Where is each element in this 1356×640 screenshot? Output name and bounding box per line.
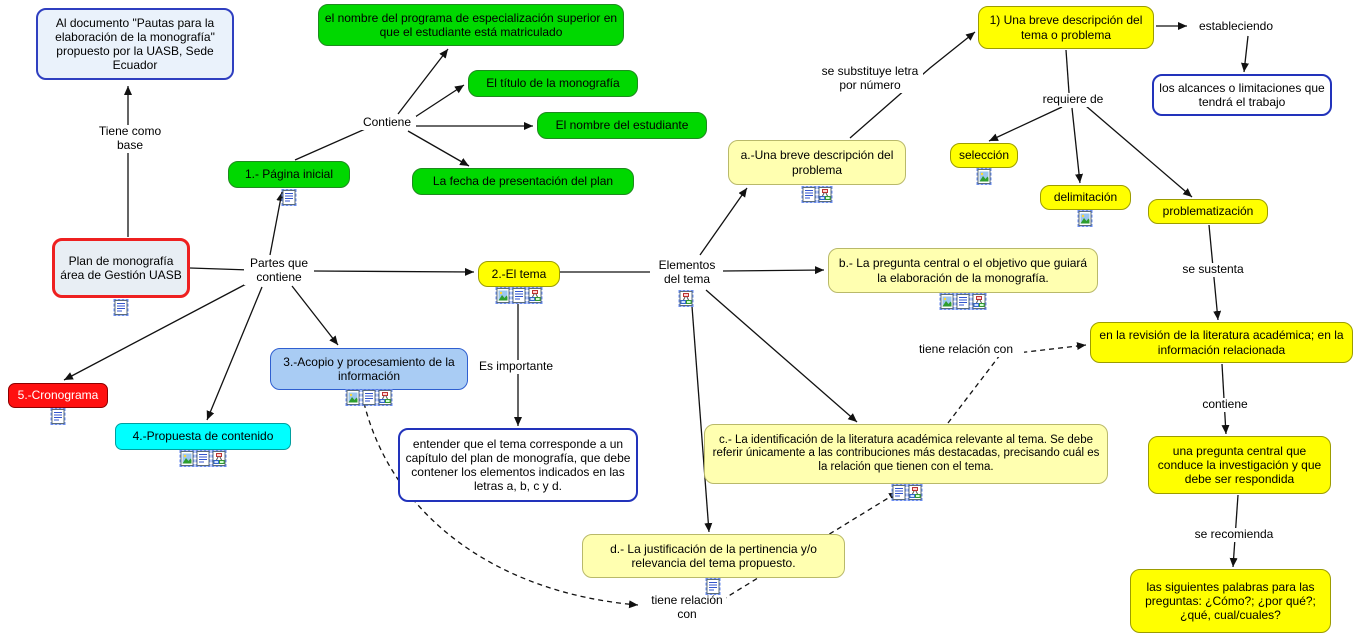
node-propuesta-contenido[interactable]: 4.-Propuesta de contenido [115,423,291,450]
node-pagina-inicial[interactable]: 1.- Página inicial [228,161,350,188]
cmap-icon[interactable] [817,186,833,203]
edge-requiere-seleccion [988,106,1063,142]
node-plan-monografia[interactable]: Plan de monografía área de Gestión UASB [52,238,190,298]
resources-c-literatura [891,484,923,501]
document-icon[interactable] [801,186,817,203]
resources-acopio [345,389,393,406]
cmap-icon[interactable] [211,450,227,467]
node-cronograma[interactable]: 5.-Cronograma [8,383,108,408]
node-b-pregunta-central[interactable]: b.- La pregunta central o el objetivo qu… [828,248,1098,293]
node-nombre-estudiante[interactable]: El nombre del estudiante [537,112,707,139]
image-icon[interactable] [939,293,955,310]
link-label-es-importante[interactable]: Es importante [471,359,561,374]
node-c-literatura[interactable]: c.- La identificación de la literatura a… [704,424,1108,484]
edge-partes-eltema [313,267,475,276]
edge-elementos-b [722,266,825,275]
image-icon[interactable] [976,168,992,185]
edge-partes-propuesta [206,286,263,421]
cmap-icon[interactable] [971,293,987,310]
document-icon[interactable] [511,287,527,304]
resources-el-tema [495,287,543,304]
document-icon[interactable] [955,293,971,310]
cmap-icon[interactable] [527,287,543,304]
link-label-partes-que-contiene[interactable]: Partes que contiene [244,256,314,285]
image-icon[interactable] [495,287,511,304]
node-pregunta-central[interactable]: una pregunta central que conduce la inve… [1148,436,1331,494]
resources-b-pregunta [939,293,987,310]
node-entender-tema[interactable]: entender que el tema corresponde a un ca… [398,428,638,502]
resources-a-problema [801,186,833,203]
cmap-icon[interactable] [377,389,393,406]
edge-requiere-delimitacion [1071,107,1084,184]
edge-a-breve [849,31,976,139]
image-icon[interactable] [179,450,195,467]
document-icon[interactable] [281,189,297,206]
edge-elementos-c [705,289,858,423]
link-label-contiene-revision[interactable]: contiene [1196,397,1254,412]
resources-pagina-inicial [281,189,297,206]
link-label-se-recomienda[interactable]: se recomienda [1188,527,1280,542]
node-seleccion[interactable]: selección [950,143,1018,168]
image-icon[interactable] [1077,210,1093,227]
resources-propuesta [179,450,227,467]
link-label-contiene[interactable]: Contiene [358,115,416,130]
link-label-tiene-relacion-acopio[interactable]: tiene relación con [648,593,726,622]
node-fecha-presentacion[interactable]: La fecha de presentación del plan [412,168,634,195]
edge-contiene-programa [397,48,449,115]
resources-plan [113,299,129,316]
node-problematizacion[interactable]: problematización [1148,199,1268,224]
node-nombre-programa[interactable]: el nombre del programa de especializació… [318,4,624,46]
edge-requiere-problematizacion [1085,105,1193,198]
resources-elementos [678,290,694,307]
edge-partes-cronograma [63,282,249,381]
edge-partes-pagina [269,191,285,256]
document-icon[interactable] [113,299,129,316]
resources-seleccion [976,168,992,185]
node-palabras-preguntas[interactable]: las siguientes palabras para las pregunt… [1130,569,1331,633]
link-label-estableciendo[interactable]: estableciendo [1192,19,1280,34]
document-icon[interactable] [50,408,66,425]
edge-acopio-relacion-dashed [363,402,639,609]
resources-d-justificacion [705,578,721,595]
document-icon[interactable] [891,484,907,501]
edge-contiene-titulo [411,84,465,120]
document-icon[interactable] [361,389,377,406]
edge-estableciendo-alcances [1241,35,1249,73]
resources-delimitacion [1077,210,1093,227]
node-revision-literatura[interactable]: en la revisión de la literatura académic… [1090,322,1353,363]
edge-plan-partes [189,267,251,271]
node-delimitacion[interactable]: delimitación [1040,185,1131,210]
edge-elementos-d [690,292,713,533]
node-documento-uasb[interactable]: Al documento "Pautas para la elaboración… [36,8,234,80]
node-el-tema[interactable]: 2.-El tema [478,261,560,287]
resources-cronograma [50,408,66,425]
link-label-requiere-de[interactable]: requiere de [1035,92,1111,107]
document-icon[interactable] [705,578,721,595]
node-titulo-monografia[interactable]: El título de la monografía [468,70,638,97]
cmap-icon[interactable] [678,290,694,307]
node-breve-descripcion-numero[interactable]: 1) Una breve descripción del tema o prob… [978,6,1154,49]
link-label-tiene-relacion-c[interactable]: tiene relación con [908,342,1024,357]
link-label-se-substituye[interactable]: se substituye letra por número [817,64,923,93]
link-label-tiene-como-base[interactable]: Tiene como base [91,124,169,153]
document-icon[interactable] [195,450,211,467]
cmap-icon[interactable] [907,484,923,501]
edge-pagina-contiene [294,125,373,161]
edge-contiene-fecha [407,130,470,167]
edge-elementos-a [699,187,748,256]
node-alcances-limitaciones[interactable]: los alcances o limitaciones que tendrá e… [1152,74,1332,116]
node-d-justificacion[interactable]: d.- La justificación de la pertinencia y… [582,534,845,578]
link-label-se-sustenta[interactable]: se sustenta [1175,262,1251,277]
link-label-elementos-del-tema[interactable]: Elementos del tema [653,258,721,287]
node-acopio[interactable]: 3.-Acopio y procesamiento de la informac… [270,348,468,390]
image-icon[interactable] [345,389,361,406]
node-a-descripcion-problema[interactable]: a.-Una breve descripción del problema [728,140,906,185]
edge-partes-acopio [291,285,339,346]
